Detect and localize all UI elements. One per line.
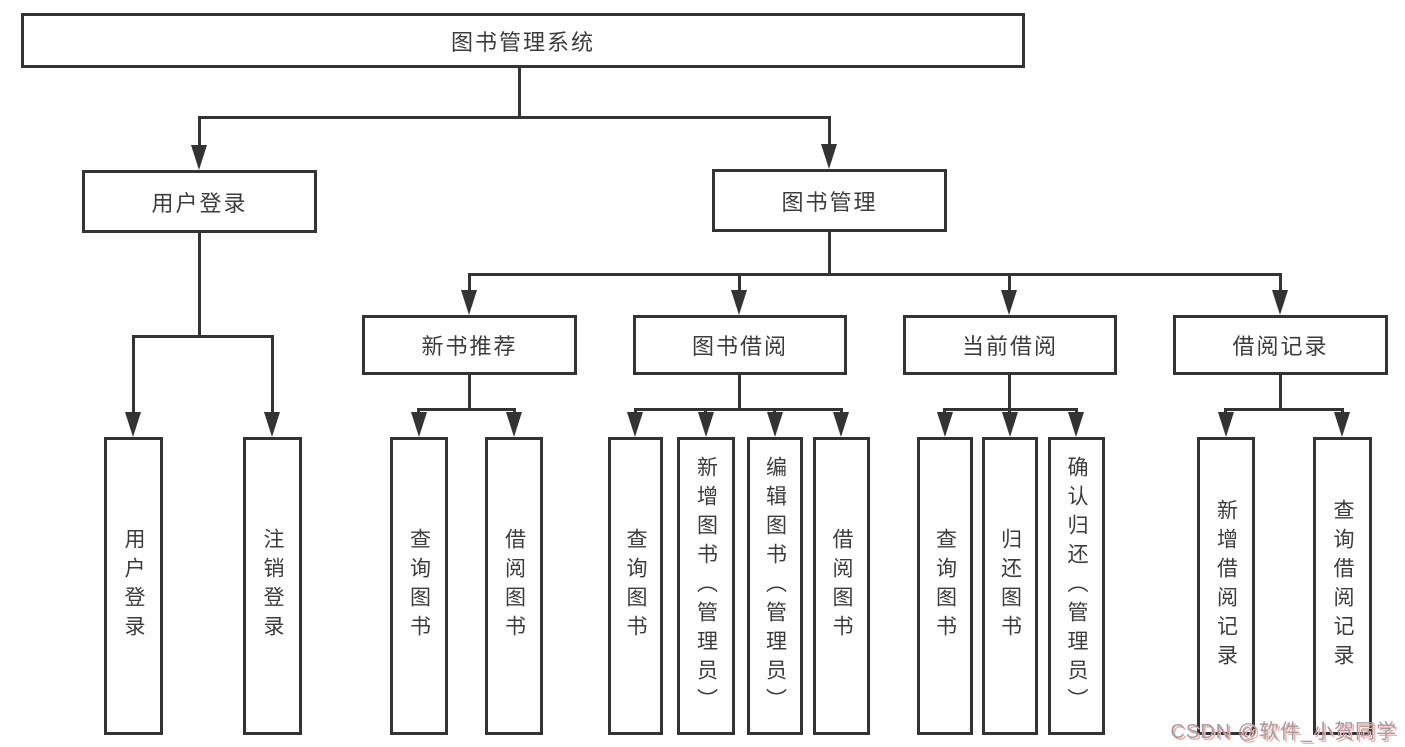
connector-line [828, 116, 831, 147]
leaf-logout-label: 注销登录 [261, 528, 284, 644]
arrow-down-icon [264, 412, 280, 437]
leaf-borrow-book-label: 借阅图书 [830, 528, 853, 644]
leaf-current-query-label: 查询图书 [933, 528, 957, 644]
arrow-down-icon [1068, 412, 1084, 437]
leaf-record-query: 查询借阅记录 [1313, 437, 1372, 735]
leaf-newbook-borrow-label: 借阅图书 [502, 528, 526, 644]
connector-line [132, 335, 274, 338]
node-book-management: 图书管理 [712, 169, 947, 232]
connector-line [468, 273, 471, 293]
leaf-borrow-add-admin-label: 新增图书（管理员） [694, 455, 718, 717]
arrow-down-icon [461, 290, 477, 315]
node-user-login-label: 用户登录 [151, 190, 248, 216]
node-current-borrow: 当前借阅 [903, 315, 1117, 375]
leaf-newbook-query: 查询图书 [390, 437, 448, 735]
connector-line [198, 233, 201, 338]
leaf-current-return-label: 归还图书 [998, 528, 1022, 644]
node-user-login: 用户登录 [82, 170, 317, 233]
node-borrow-record: 借阅记录 [1173, 315, 1388, 375]
connector-line [468, 273, 1282, 276]
connector-line [271, 335, 274, 415]
node-current-borrow-label: 当前借阅 [961, 334, 1058, 359]
connector-line [1279, 273, 1282, 293]
arrow-down-icon [1002, 412, 1018, 437]
arrow-down-icon [125, 412, 141, 437]
leaf-current-confirm-admin-label: 确认归还（管理员） [1065, 455, 1088, 717]
leaf-borrow-query-label: 查询图书 [624, 528, 647, 644]
connector-line [518, 68, 521, 119]
arrow-down-icon [1218, 412, 1234, 437]
arrow-down-icon [1272, 290, 1288, 315]
leaf-borrow-query: 查询图书 [608, 437, 663, 735]
connector-line [738, 375, 741, 411]
connector-line [132, 335, 135, 415]
node-new-book-recommend: 新书推荐 [362, 315, 577, 375]
leaf-record-query-label: 查询借阅记录 [1331, 499, 1354, 673]
connector-line [468, 375, 471, 411]
connector-line [634, 408, 843, 411]
leaf-borrow-edit-admin: 编辑图书（管理员） [747, 437, 803, 735]
leaf-record-add: 新增借阅记录 [1197, 437, 1255, 735]
leaf-current-return: 归还图书 [982, 437, 1038, 735]
arrow-down-icon [191, 145, 207, 170]
arrow-down-icon [833, 412, 849, 437]
leaf-current-query: 查询图书 [917, 437, 973, 735]
arrow-down-icon [937, 412, 953, 437]
leaf-record-add-label: 新增借阅记录 [1214, 499, 1238, 673]
csdn-watermark: CSDN @软件_小贺同学 [1170, 721, 1397, 743]
arrow-down-icon [1334, 412, 1350, 437]
connector-line [828, 232, 831, 276]
arrow-down-icon [1001, 290, 1017, 315]
connector-line [1224, 408, 1343, 411]
arrow-down-icon [411, 412, 427, 437]
node-book-management-label: 图书管理 [781, 189, 878, 215]
node-root-label: 图书管理系统 [450, 29, 595, 55]
arrow-down-icon [627, 412, 643, 437]
node-borrow-record-label: 借阅记录 [1232, 334, 1329, 359]
connector-line [417, 408, 516, 411]
leaf-newbook-query-label: 查询图书 [407, 528, 431, 644]
connector-line [198, 116, 831, 119]
leaf-current-confirm-admin: 确认归还（管理员） [1048, 437, 1105, 735]
connector-line [198, 116, 201, 148]
leaf-user-login: 用户登录 [104, 437, 163, 735]
connector-line [738, 273, 741, 293]
arrow-down-icon [731, 290, 747, 315]
node-book-borrow-label: 图书借阅 [691, 334, 788, 359]
leaf-newbook-borrow: 借阅图书 [485, 437, 543, 735]
leaf-user-login-label: 用户登录 [122, 528, 145, 644]
leaf-borrow-add-admin: 新增图书（管理员） [677, 437, 735, 735]
node-new-book-recommend-label: 新书推荐 [421, 334, 518, 359]
connector-line [1008, 273, 1011, 293]
leaf-logout: 注销登录 [243, 437, 302, 735]
node-root: 图书管理系统 [21, 13, 1025, 68]
arrow-down-icon [821, 144, 837, 169]
connector-line [1279, 375, 1282, 411]
arrow-down-icon [767, 412, 783, 437]
arrow-down-icon [506, 412, 522, 437]
connector-line [1008, 375, 1011, 411]
leaf-borrow-edit-admin-label: 编辑图书（管理员） [763, 455, 787, 717]
node-book-borrow: 图书借阅 [633, 315, 847, 375]
leaf-borrow-book: 借阅图书 [813, 437, 870, 735]
arrow-down-icon [698, 412, 714, 437]
